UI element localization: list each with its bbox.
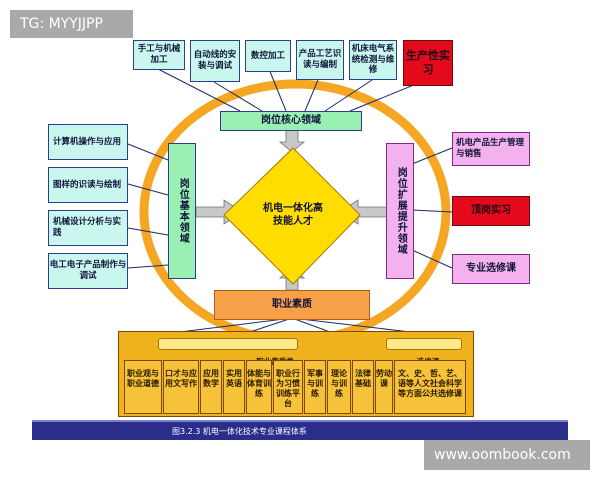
bottom-col-ethics: 职业观与职业道德 xyxy=(124,360,162,414)
bottom-col-math: 应用数学 xyxy=(200,360,222,414)
bottom-col-law: 法律基础 xyxy=(352,360,374,414)
center-label: 机电一体化高技能人才 xyxy=(263,203,323,227)
left-box-electronics: 电工电子产品制作与调试 xyxy=(48,253,128,289)
bottom-col-behavior: 职业行为习惯训练平台 xyxy=(273,360,303,414)
left-box-mechanical-design: 机械设计分析与实践 xyxy=(48,210,128,246)
bottom-col-writing: 口才与应用文写作 xyxy=(163,360,199,414)
top-box-cnc: 数控加工 xyxy=(245,40,291,72)
bottom-col-theory: 理论与训练 xyxy=(327,360,351,414)
bottom-col-pe: 体能与体育训练 xyxy=(246,360,272,414)
bottom-col-military: 军事与训练 xyxy=(304,360,326,414)
watermark-bottom: www.oombook.com xyxy=(424,440,590,470)
bottom-group-right-header xyxy=(386,338,462,350)
bottom-col-humanities: 文、史、哲、艺、语等人文社会科学等方面公共选修课 xyxy=(394,360,466,414)
left-box-drawings: 图样的识读与绘制 xyxy=(48,167,128,203)
top-box-production-internship: 生产性实习 xyxy=(403,40,453,86)
bottom-col-labor: 劳动课 xyxy=(375,360,393,414)
left-box-computer: 计算机操作与应用 xyxy=(48,124,128,160)
top-box-manual-machining: 手工与机械加工 xyxy=(133,40,185,70)
bottom-col-english: 实用英语 xyxy=(223,360,245,414)
left-domain-box: 岗位基本领域 xyxy=(168,143,196,279)
bottom-connectors xyxy=(179,317,411,333)
core-domain-bar: 岗位核心领域 xyxy=(220,111,362,131)
right-domain-box: 岗位扩展提升领域 xyxy=(386,143,414,279)
left-connectors xyxy=(127,143,169,269)
quality-bar: 职业素质 xyxy=(214,290,370,320)
top-box-machine-electrical: 机床电气系统检测与维修 xyxy=(349,40,397,80)
right-box-electives: 专业选修课 xyxy=(452,254,530,284)
bottom-group-left-header xyxy=(158,338,298,350)
right-connectors xyxy=(411,147,453,269)
right-box-production-management: 机电产品生产管理与销售 xyxy=(452,132,530,166)
caption-bar: 图3.2.3 机电一体化技术专业课程体系 xyxy=(32,420,568,440)
center-diamond xyxy=(223,147,361,285)
top-box-process-docs: 产品工艺识读与编制 xyxy=(296,40,344,80)
right-box-internship: 顶岗实习 xyxy=(452,196,530,226)
watermark-top: TG: MYYJJPP xyxy=(10,10,133,38)
top-box-automation-line: 自动线的安装与调试 xyxy=(190,40,240,82)
